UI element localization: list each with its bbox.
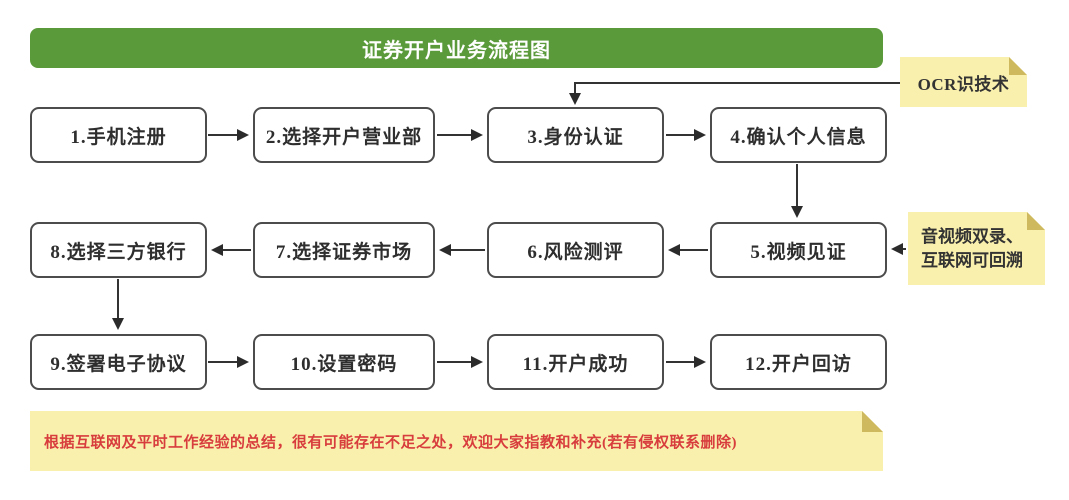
flow-box-10-set-password: 10.设置密码 — [253, 334, 435, 390]
flow-box-label: 7.选择证券市场 — [275, 241, 413, 263]
video-note-line2: 互联网可回溯 — [921, 250, 1023, 270]
flow-box-6-risk-assessment: 6.风险测评 — [487, 222, 664, 278]
ocr-note-text: OCR识技术 — [917, 74, 1010, 94]
flow-box-2-select-branch: 2.选择开户营业部 — [253, 107, 435, 163]
flow-box-9-sign-agreement: 9.签署电子协议 — [30, 334, 207, 390]
flow-box-label: 8.选择三方银行 — [50, 241, 187, 263]
video-note-line1: 音视频双录、 — [921, 226, 1023, 246]
flow-box-label: 5.视频见证 — [750, 241, 847, 263]
flow-box-3-identity-auth: 3.身份认证 — [487, 107, 664, 163]
flow-box-label: 12.开户回访 — [745, 353, 852, 375]
flow-box-label: 11.开户成功 — [522, 353, 629, 375]
flow-box-12-followup-visit: 12.开户回访 — [710, 334, 887, 390]
flow-box-4-confirm-info: 4.确认个人信息 — [710, 107, 887, 163]
flow-box-7-select-market: 7.选择证券市场 — [253, 222, 435, 278]
arrow-ocr-to-3 — [569, 82, 900, 105]
flow-box-1-mobile-register: 1.手机注册 — [30, 107, 207, 163]
flow-box-5-video-witness: 5.视频见证 — [710, 222, 887, 278]
sticky-note-disclaimer: 根据互联网及平时工作经验的总结，很有可能存在不足之处，欢迎大家指教和补充(若有侵… — [30, 411, 883, 471]
flow-box-8-select-bank: 8.选择三方银行 — [30, 222, 207, 278]
flow-box-label: 1.手机注册 — [70, 126, 167, 148]
page-title: 证券开户业务流程图 — [362, 39, 551, 62]
flow-box-label: 3.身份认证 — [527, 126, 624, 148]
flow-box-label: 2.选择开户营业部 — [265, 126, 423, 148]
title-banner: 证券开户业务流程图 — [30, 28, 883, 68]
flow-box-11-account-success: 11.开户成功 — [487, 334, 664, 390]
flow-box-label: 4.确认个人信息 — [730, 126, 867, 148]
flow-box-label: 9.签署电子协议 — [50, 353, 187, 375]
flow-box-label: 6.风险测评 — [527, 241, 624, 263]
disclaimer-text: 根据互联网及平时工作经验的总结，很有可能存在不足之处，欢迎大家指教和补充(若有侵… — [44, 434, 737, 451]
flow-box-label: 10.设置密码 — [290, 353, 398, 375]
sticky-note-ocr: OCR识技术 — [900, 57, 1027, 107]
sticky-note-video-recording: 音视频双录、 互联网可回溯 — [908, 212, 1045, 285]
